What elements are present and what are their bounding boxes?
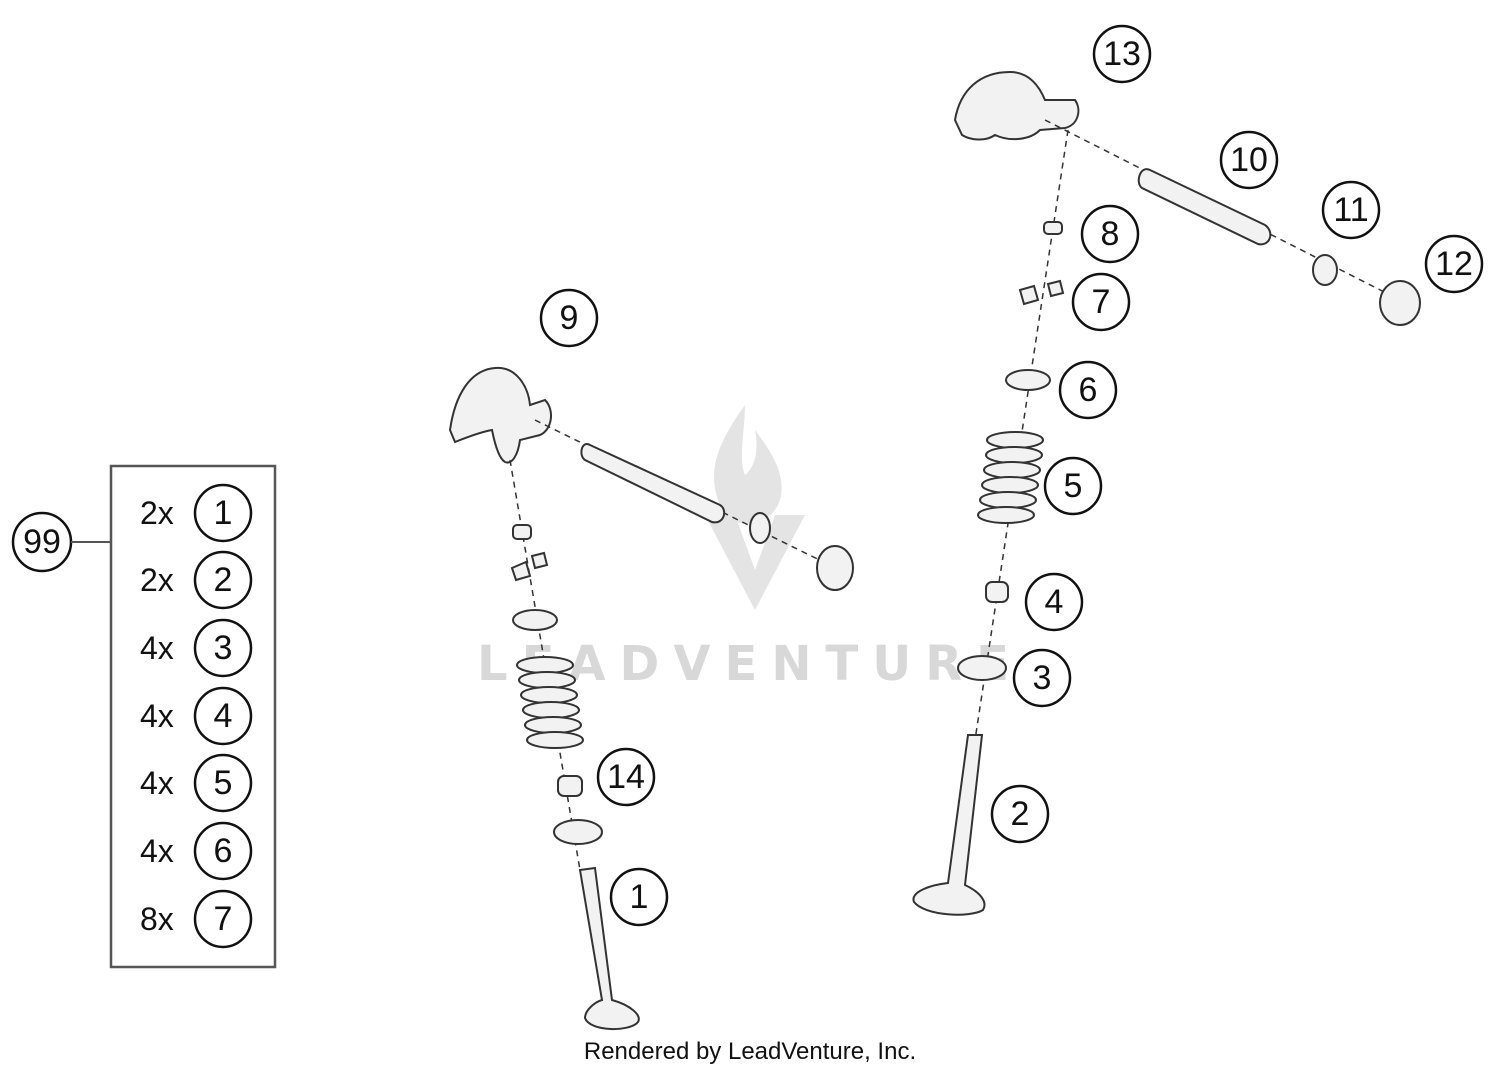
svg-text:4: 4 [1045, 583, 1064, 621]
kit-row-part: 4 [214, 697, 233, 735]
svg-text:2: 2 [1011, 795, 1030, 833]
callout-13: 13 [1092, 24, 1152, 84]
kit-row: 4x 4 [140, 686, 253, 746]
rocker-arm-right [953, 70, 1080, 141]
shaft-washer-right [1312, 254, 1338, 286]
kit-row-qty: 4x [140, 698, 174, 734]
watermark: LEADVENTURE [477, 405, 1009, 692]
kit-row-qty: 8x [140, 901, 174, 937]
valve-right [912, 734, 986, 916]
callout-6: 6 [1058, 360, 1118, 420]
shaft-plug-left [816, 545, 854, 591]
rocker-arm-left [448, 366, 552, 464]
valve-keepers-left [510, 551, 549, 582]
valve-cap-right [1043, 221, 1063, 235]
kit-row: 2x 1 [140, 483, 253, 543]
callout-14: 14 [596, 747, 656, 807]
kit-row-qty: 2x [140, 562, 174, 598]
svg-text:8: 8 [1101, 215, 1120, 253]
callout-11: 11 [1321, 180, 1381, 240]
svg-text:9: 9 [560, 299, 579, 337]
kit-legend: 99 2x 1 2x 2 4x 3 4x 4 4x 5 4x [11, 464, 277, 969]
valve-seal-left [557, 775, 583, 797]
kit-row: 4x 6 [140, 821, 253, 881]
kit-row-part: 3 [214, 629, 233, 667]
shaft-plug-right [1379, 280, 1421, 326]
kit-row: 2x 2 [140, 550, 253, 610]
svg-text:1: 1 [630, 878, 649, 916]
kit-row-qty: 2x [140, 495, 174, 531]
callout-3: 3 [1012, 648, 1072, 708]
callout-4: 4 [1024, 572, 1084, 632]
kit-row: 4x 3 [140, 618, 253, 678]
kit-callout-label: 99 [23, 523, 61, 561]
kit-row: 4x 5 [140, 753, 253, 813]
callout-10: 10 [1219, 130, 1279, 190]
kit-row-qty: 4x [140, 765, 174, 801]
callout-7: 7 [1071, 272, 1131, 332]
shaft-washer-left [749, 512, 771, 544]
kit-row-qty: 4x [140, 630, 174, 666]
valve-seal-right [985, 581, 1009, 603]
spring-retainer-left [512, 609, 558, 631]
callout-5: 5 [1043, 456, 1103, 516]
rocker-shaft-left [580, 443, 726, 524]
valve-left [578, 866, 640, 1031]
valve-spring-right [977, 431, 1044, 524]
valve-cap-left [512, 524, 532, 540]
valve-keepers-right [1018, 279, 1065, 306]
callout-12: 12 [1424, 234, 1484, 294]
watermark-flame-icon [714, 405, 782, 524]
callout-2: 2 [990, 784, 1050, 844]
spring-retainer-right [1005, 369, 1051, 391]
kit-row-part: 5 [214, 764, 233, 802]
kit-row-part: 6 [214, 832, 233, 870]
svg-text:14: 14 [607, 758, 645, 796]
kit-row-part: 1 [214, 494, 233, 532]
callout-9: 9 [539, 288, 599, 348]
kit-row-part: 7 [214, 900, 233, 938]
svg-text:11: 11 [1333, 191, 1368, 229]
callout-8: 8 [1080, 204, 1140, 264]
footer-credit: Rendered by LeadVenture, Inc. [583, 1038, 917, 1065]
svg-text:12: 12 [1435, 245, 1473, 283]
svg-text:10: 10 [1230, 141, 1268, 179]
watermark-logo-icon [705, 515, 805, 610]
spring-seat-right [957, 655, 1007, 681]
right-valve-assembly [912, 70, 1421, 916]
kit-row-part: 2 [214, 561, 233, 599]
kit-row: 8x 7 [140, 889, 253, 949]
callout-1: 1 [609, 867, 669, 927]
svg-text:13: 13 [1103, 35, 1141, 73]
kit-row-qty: 4x [140, 833, 174, 869]
svg-text:3: 3 [1033, 659, 1052, 697]
svg-text:5: 5 [1064, 467, 1083, 505]
left-valve-assembly [448, 366, 854, 1031]
valve-spring-left [516, 656, 584, 749]
svg-text:7: 7 [1092, 283, 1111, 321]
rocker-shaft-right [1137, 168, 1272, 246]
svg-text:6: 6 [1079, 371, 1098, 409]
spring-seat-left [553, 819, 603, 845]
